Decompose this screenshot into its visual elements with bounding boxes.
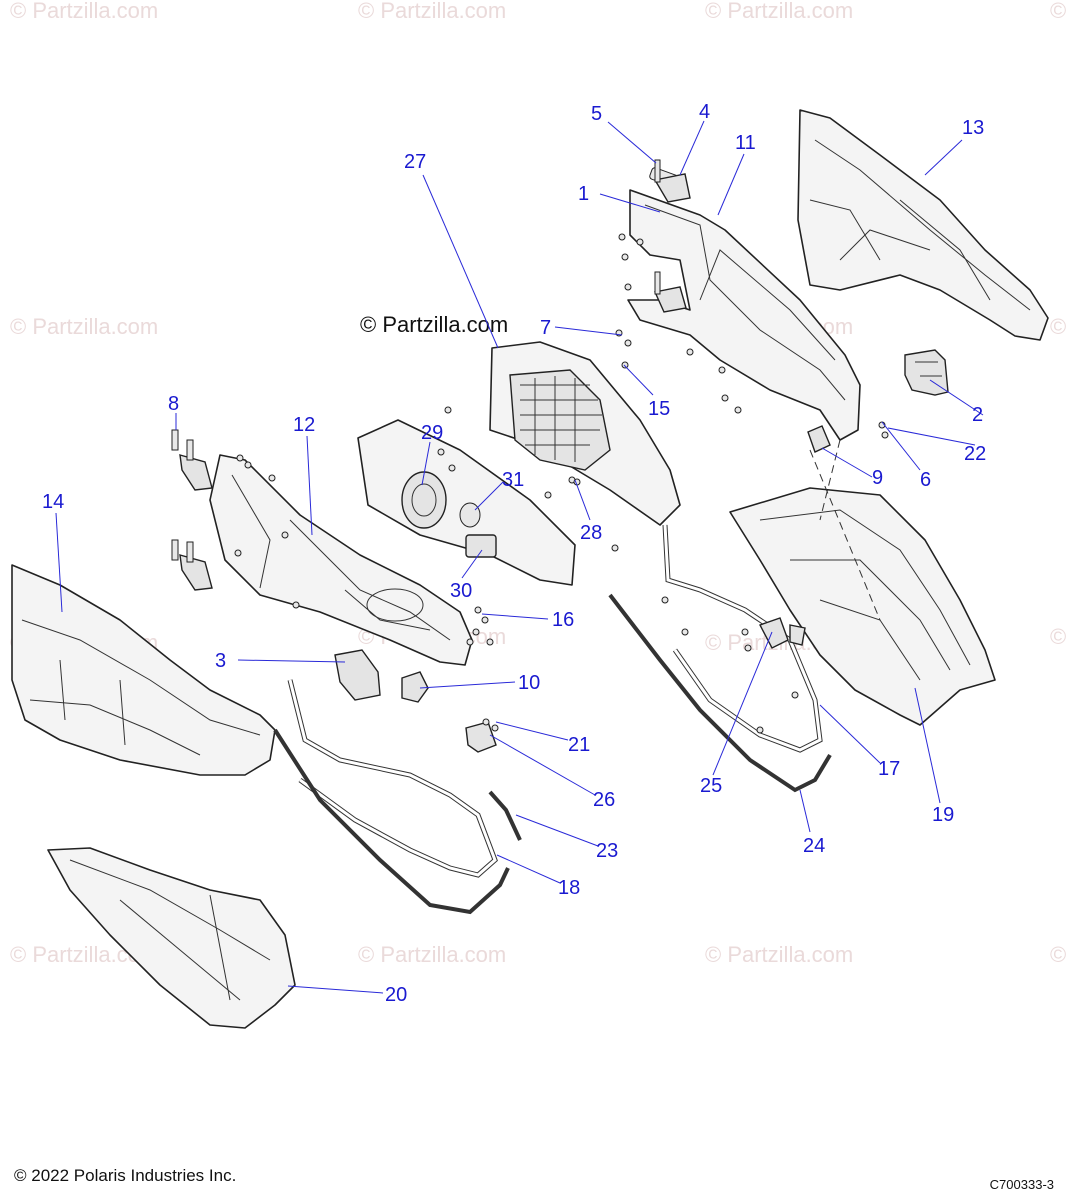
watermark: © Partzilla.com [1050,0,1066,23]
callout-30: 30 [450,580,472,602]
fasteners [234,233,889,734]
callout-9: 9 [872,467,883,489]
copyright-notice: © 2022 Polaris Industries Inc. [14,1166,237,1185]
callout-22: 22 [964,443,986,465]
part-18-front-tube [273,679,510,915]
callout-28: 28 [580,522,602,544]
part-24-rear-lower-tube [608,593,832,793]
speaker-enclosure [357,419,576,586]
callout-23: 23 [596,840,618,862]
callout-4: 4 [699,101,710,123]
part-10-bracket [401,671,429,703]
callout-24: 24 [803,835,825,857]
watermark: © Partzilla.com [705,942,853,967]
watermark: © Partzilla.com [358,942,506,967]
callout-31: 31 [502,469,524,491]
callout-25: 25 [700,775,722,797]
callout-6: 6 [920,469,931,491]
watermark: © Partzilla.com [1050,624,1066,649]
callout-15: 15 [648,398,670,420]
part-9-bracket [807,425,831,453]
center-watermark: © Partzilla.com [360,312,508,337]
callout-13: 13 [962,117,984,139]
watermark: © Partzilla.com [10,314,158,339]
callout-21: 21 [568,734,590,756]
watermark: © Partzilla.com [705,0,853,23]
part-13-door-panel [797,109,1049,341]
callout-18: 18 [558,877,580,899]
callout-labels: 1 2 3 4 5 6 7 8 9 10 11 12 13 14 15 16 1… [42,101,986,1006]
watermark: © Partzilla.com [10,0,158,23]
watermark: © Partzilla.com [1050,942,1066,967]
watermark: © Partzilla.com [1050,314,1066,339]
part-20-lower-panel [47,847,296,1029]
callout-3: 3 [215,650,226,672]
part-2-latch [904,349,949,396]
leader-lines [55,120,984,994]
callout-11: 11 [735,132,756,154]
callout-19: 19 [932,804,954,826]
callout-29: 29 [421,422,443,444]
callout-8: 8 [168,393,179,415]
callout-20: 20 [385,984,407,1006]
part-25-bracket [759,617,806,649]
part-19-rear-lower-panel [729,487,996,726]
callout-12: 12 [293,414,315,436]
part-4-5-hinges [653,159,691,313]
diagram-code: C700333-3 [989,1177,1054,1192]
part-26-bracket [465,721,497,753]
watermarks: © Partzilla.com © Partzilla.com © Partzi… [10,0,1066,967]
callout-5: 5 [591,103,602,125]
callout-17: 17 [878,758,900,780]
callout-7: 7 [540,317,551,339]
watermark: © Partzilla.com [358,0,506,23]
callout-16: 16 [552,609,574,631]
callout-10: 10 [518,672,540,694]
part-27-inner-panel [489,341,681,526]
callout-1: 1 [578,183,589,205]
part-12-front-frame [209,454,473,666]
part-23-seal [488,790,522,841]
callout-27: 27 [404,151,426,173]
callout-2: 2 [972,404,983,426]
part-3-latch [334,649,381,701]
part-14-front-door-skin [11,564,276,776]
part-8-hinges [171,429,213,591]
callout-14: 14 [42,491,64,513]
callout-26: 26 [593,789,615,811]
part-17-rear-tube [662,524,823,753]
